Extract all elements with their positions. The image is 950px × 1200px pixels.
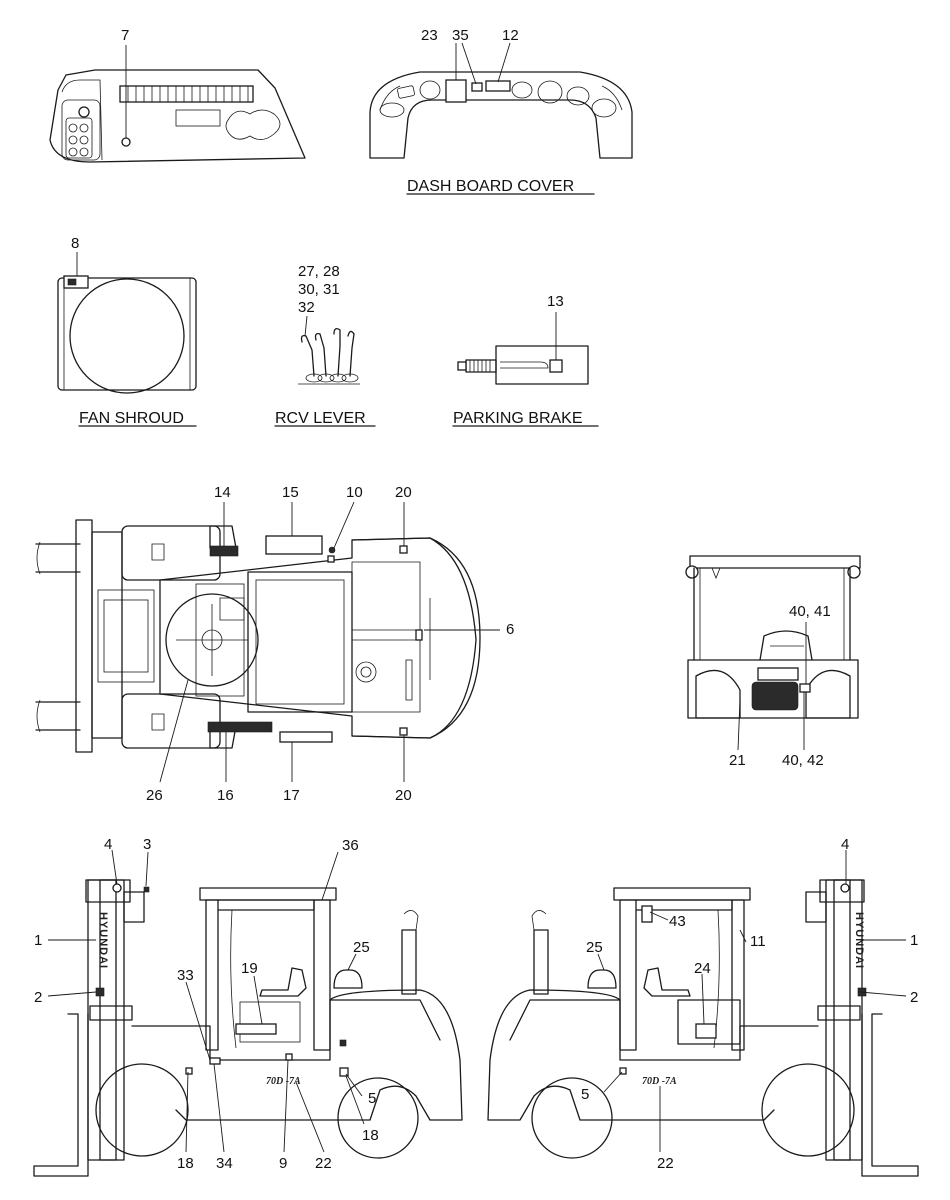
callout-3: 3 — [143, 836, 151, 853]
callout-5-left: 5 — [368, 1090, 376, 1107]
callout-2-right: 2 — [910, 989, 918, 1006]
callout-40-41: 40, 41 — [789, 603, 831, 620]
callout-2-left: 2 — [34, 989, 42, 1006]
callout-19: 19 — [241, 960, 258, 977]
callout-10: 10 — [346, 484, 363, 501]
callout-1-right: 1 — [910, 932, 918, 949]
callout-5-right: 5 — [581, 1086, 589, 1103]
callout-20-bottom: 20 — [395, 787, 412, 804]
callout-25-left: 25 — [353, 939, 370, 956]
model-decal-left: 70D -7A — [266, 1076, 301, 1087]
callout-21: 21 — [729, 752, 746, 769]
truck-rear-view: 40, 41 21 40, 42 — [685, 555, 861, 769]
callout-23: 23 — [421, 27, 438, 44]
callout-33: 33 — [177, 967, 194, 984]
callout-40-42: 40, 42 — [782, 752, 824, 769]
callout-24: 24 — [694, 960, 711, 977]
callout-25-right: 25 — [586, 939, 603, 956]
dash-board-cover-title: DASH BOARD COVER — [407, 178, 574, 195]
callout-1-left: 1 — [34, 932, 42, 949]
parking-brake-view: 13 PARKING BRAKE — [452, 293, 599, 427]
callout-18-b: 18 — [362, 1127, 379, 1144]
model-decal-right: 70D -7A — [642, 1076, 677, 1087]
callout-20-top: 20 — [395, 484, 412, 501]
rcv-lever-view: 27, 28 30, 31 32 RCV LEVER — [274, 263, 376, 427]
callout-27-28: 27, 28 — [298, 263, 340, 280]
switch-panel-view: 7 — [49, 27, 306, 163]
callout-11: 11 — [750, 933, 766, 950]
truck-left-side-view: HYUNDAI 70D -7A — [33, 836, 463, 1177]
dash-board-cover-view: 23 35 12 DASH BOARD COVER — [369, 27, 633, 195]
callout-16: 16 — [217, 787, 234, 804]
callout-43: 43 — [669, 913, 686, 930]
callout-12: 12 — [502, 27, 519, 44]
callout-22-left: 22 — [315, 1155, 332, 1172]
parking-brake-title: PARKING BRAKE — [453, 410, 583, 427]
callout-36: 36 — [342, 837, 359, 854]
truck-top-view: 14 15 10 20 6 26 16 17 20 — [35, 484, 514, 804]
callout-13: 13 — [547, 293, 564, 310]
callout-22-right: 22 — [657, 1155, 674, 1172]
rcv-lever-title: RCV LEVER — [275, 410, 366, 427]
brand-decal-left: HYUNDAI — [97, 912, 109, 969]
callout-14: 14 — [214, 484, 231, 501]
callout-4-left: 4 — [104, 836, 112, 853]
callout-18-a: 18 — [177, 1155, 194, 1172]
callout-26: 26 — [146, 787, 163, 804]
callout-4-right: 4 — [841, 836, 849, 853]
callout-30-31: 30, 31 — [298, 281, 340, 298]
callout-15: 15 — [282, 484, 299, 501]
callout-34: 34 — [216, 1155, 233, 1172]
truck-right-side-view: HYUNDAI 70D -7A — [487, 836, 919, 1177]
fan-shroud-title: FAN SHROUD — [79, 410, 184, 427]
callout-6: 6 — [506, 621, 514, 638]
callout-17: 17 — [283, 787, 300, 804]
callout-35: 35 — [452, 27, 469, 44]
callout-9: 9 — [279, 1155, 287, 1172]
callout-32: 32 — [298, 299, 315, 316]
brand-decal-right: HYUNDAI — [853, 912, 865, 969]
callout-8: 8 — [71, 235, 79, 252]
fan-shroud-view: 8 FAN SHROUD — [57, 235, 197, 427]
callout-7: 7 — [121, 27, 129, 44]
